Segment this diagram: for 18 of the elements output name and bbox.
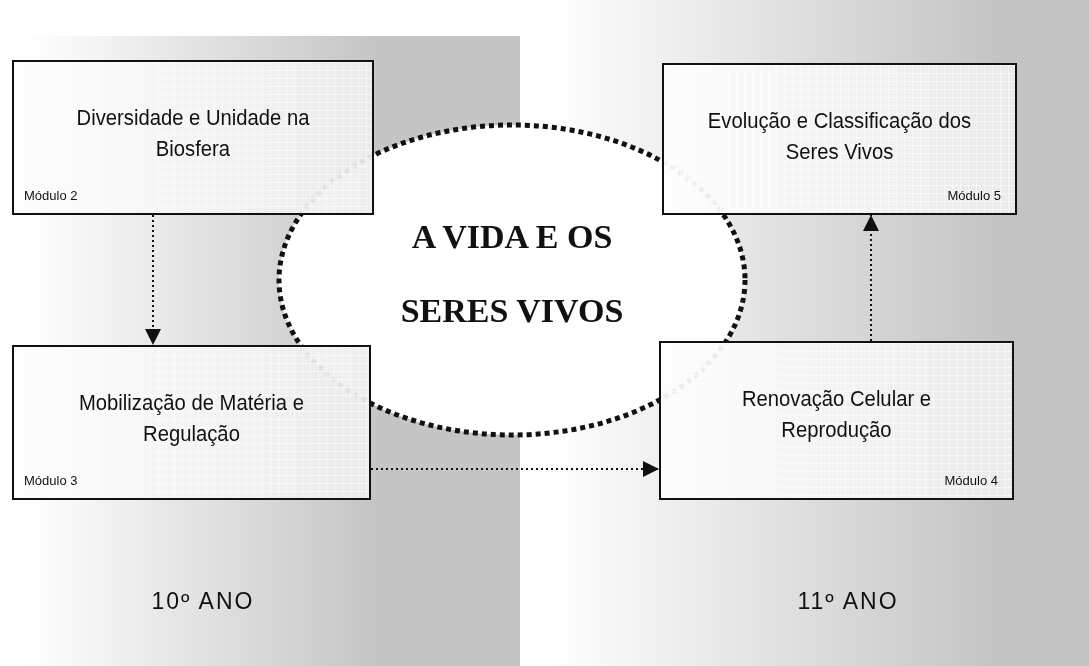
dotted-arrow	[370, 461, 660, 477]
module-box	[662, 63, 1017, 215]
year-label: 11º ANO	[796, 588, 900, 615]
module-title: Renovação Celular e Reprodução	[741, 385, 932, 444]
dotted-arrow	[145, 214, 161, 346]
module-number: Módulo 3	[24, 473, 78, 488]
module-box	[12, 60, 374, 215]
module-box	[659, 341, 1014, 500]
year-label: 10º ANO	[150, 588, 256, 615]
module-title: Evolução e Classificação dos Seres Vivos	[706, 107, 973, 166]
module-title: Mobilização de Matéria e Regulação	[78, 389, 305, 448]
module-box	[12, 345, 371, 500]
module-number: Módulo 2	[24, 188, 78, 203]
dotted-arrow	[863, 214, 879, 342]
module-number: Módulo 5	[947, 188, 1001, 203]
module-title: Diversidade e Unidade na Biosfera	[75, 104, 311, 163]
module-number: Módulo 4	[944, 473, 998, 488]
central-title: A VIDA E OS SERES VIVOS	[399, 217, 625, 331]
